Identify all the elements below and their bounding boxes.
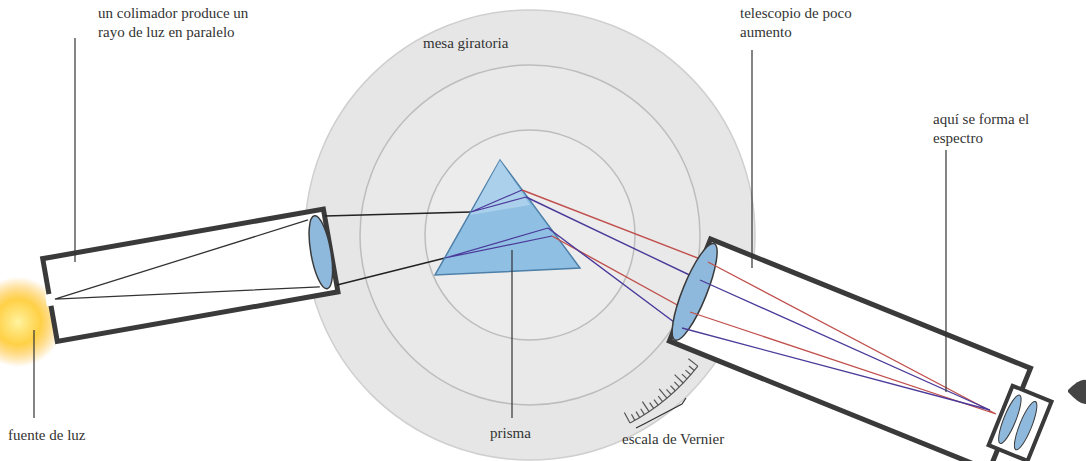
collimator — [39, 209, 338, 342]
part-label: mesa giratoria — [423, 34, 563, 53]
eye — [1068, 380, 1086, 404]
part-label: escala de Vernier — [622, 430, 772, 449]
part-label: un colimador produce un rayo de luz en p… — [98, 4, 263, 42]
part-label: fuente de luz — [8, 426, 128, 445]
vernier-scale — [624, 359, 697, 423]
part-label: telescopio de poco aumento — [740, 4, 880, 42]
telescope — [663, 236, 1060, 461]
prism-shape — [435, 160, 580, 275]
leader-lines — [34, 38, 946, 428]
turntable-inner — [425, 130, 635, 340]
part-label: aquí se forma el espectro — [933, 110, 1053, 148]
turntable-outer — [305, 10, 755, 460]
violet-rays — [526, 197, 700, 328]
part-label: prisma — [490, 424, 570, 443]
turntable-ring — [360, 65, 700, 405]
